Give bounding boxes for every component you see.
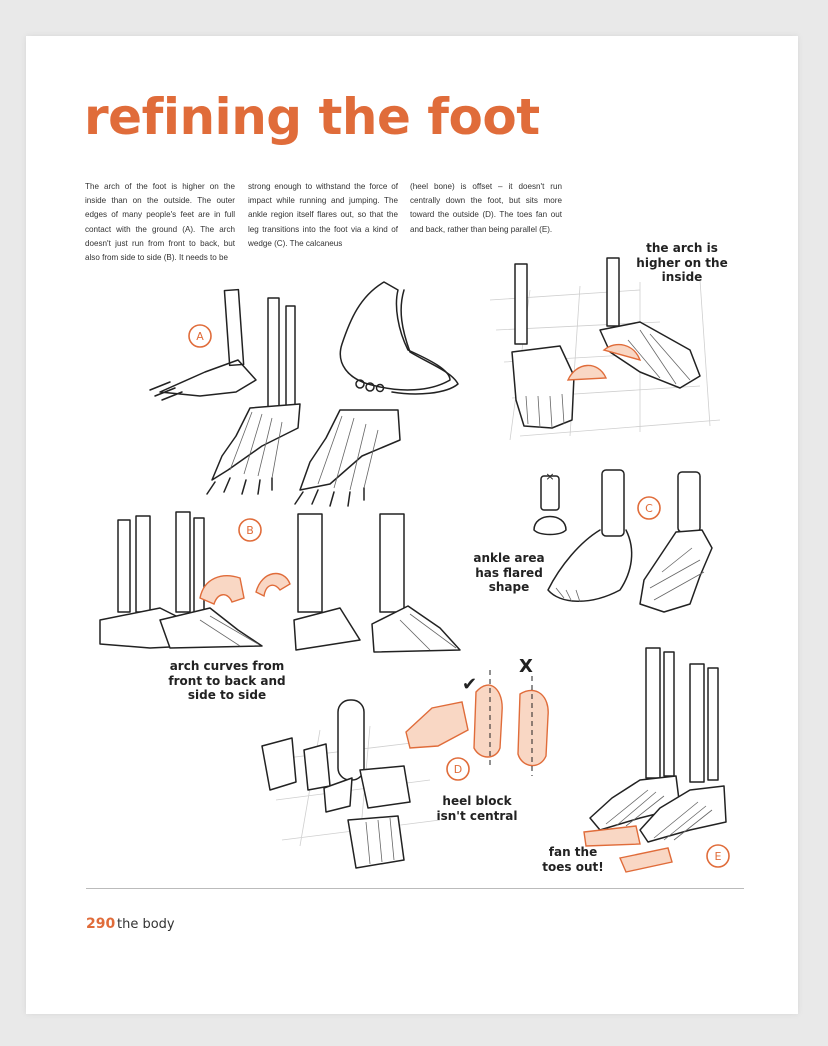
page-title: refining the foot [84,88,540,146]
marker-e-badge: E [706,844,730,868]
check-mark: ✔ [462,674,477,695]
footer-divider [86,888,744,889]
callout-arch-higher: the arch is higher on the inside [636,241,728,284]
callout-ankle-flared: ankle area has flared shape [473,551,545,594]
illustration-ankle-wedges: × [533,469,713,613]
illustration-legs-fanned-toes [583,647,727,873]
marker-b-badge: B [238,518,262,542]
marker-b: B [246,524,254,537]
illustration-feet-side-row [99,511,461,653]
marker-a-badge: A [188,324,212,348]
callout-fan-toes: fan the toes out! [542,845,604,874]
marker-d: D [454,763,462,776]
illustration-heel-blocks-orange: ✔ X [405,656,549,776]
illustration-arch-segments-orange [199,572,291,605]
illustration-foot-perspective-grid [489,257,721,441]
body-text-column-3: (heel bone) is offset – it doesn't run c… [410,182,562,234]
body-text-column-2: strong enough to withstand the force of … [248,182,398,248]
cross-mark: X [519,656,533,677]
illustration-foot-top-skeleton-2 [294,409,401,507]
illustration-foot-exploded-blocks [261,699,441,869]
callout-arch-curves: arch curves from front to back and side … [168,659,286,702]
marker-a: A [196,330,204,343]
marker-c-badge: C [637,496,661,520]
footer-page-number: 290 [86,916,116,932]
body-text-column-1: The arch of the foot is higher on the in… [85,182,235,263]
marker-d-badge: D [446,757,470,781]
marker-e: E [715,850,722,863]
svg-text:×: × [545,470,554,483]
footer-section-title: the body [117,917,175,932]
illustration-foot-top-skeleton-1 [206,403,301,495]
callout-heel-block: heel block isn't central [436,794,518,823]
illustration-foot-side-skeleton [149,288,296,409]
illustration-feet-outline [339,281,459,395]
marker-c: C [645,502,653,515]
